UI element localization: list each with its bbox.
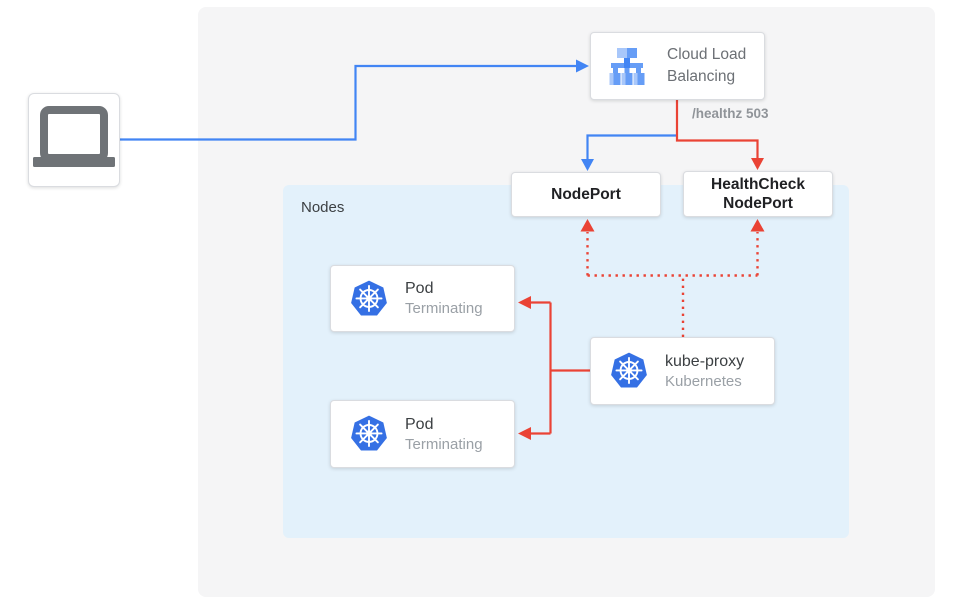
cloud-load-balancing-label: Cloud Load Balancing <box>667 46 747 85</box>
pod-status: Terminating <box>405 300 483 317</box>
client-card <box>28 93 120 187</box>
kube-proxy-title: kube-proxy <box>665 352 745 370</box>
kubernetes-icon <box>611 352 647 388</box>
nodeport-label: NodePort <box>551 186 621 203</box>
kubernetes-icon <box>351 415 387 451</box>
pod-status: Terminating <box>405 435 483 453</box>
laptop-icon <box>33 106 115 167</box>
nodes-group-label: Nodes <box>301 199 345 216</box>
healthcheck-nodeport-label: HealthCheck NodePort <box>711 176 805 212</box>
cloud-load-balancing-card: Cloud Load Balancing <box>590 32 765 100</box>
pod-terminating-card-2: Pod Terminating <box>330 400 515 468</box>
cloud-load-balancing-icon <box>609 48 645 85</box>
nodeport-card: NodePort <box>511 172 661 217</box>
healthcheck-nodeport-card: HealthCheck NodePort <box>683 171 833 217</box>
kube-proxy-subtitle: Kubernetes <box>665 372 742 390</box>
pod-terminating-card-1: Pod Terminating <box>330 265 515 332</box>
healthz-status-label: /healthz 503 <box>692 106 769 121</box>
pod-title: Pod <box>405 415 434 433</box>
pod-title: Pod <box>405 280 434 297</box>
kubernetes-icon <box>351 280 387 315</box>
kube-proxy-card: kube-proxy Kubernetes <box>590 337 775 405</box>
